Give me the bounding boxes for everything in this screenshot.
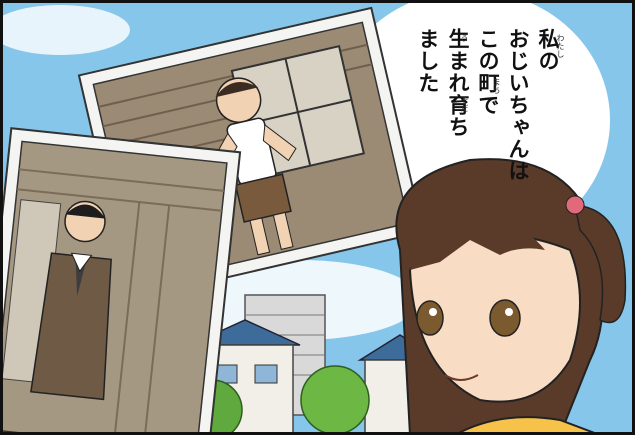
ruby-machi: まち [492,78,501,94]
caption-line: ました [416,28,440,94]
tree [300,365,370,435]
caption-line: おじいちゃんは [506,28,530,182]
ruby-soda: そだ [460,96,469,112]
caption-line: この町で [476,28,500,116]
cloud [0,5,130,55]
ruby-u: う [460,34,469,42]
ruby-watashi: わたし [556,34,565,58]
girl-character [395,158,627,435]
photo-grandfather-suit [0,127,242,435]
caption-line: 生まれ育ち [446,28,470,138]
house-window [254,364,278,384]
caption-text: 私の おじいちゃんは この町で 生まれ育ち ました [388,28,563,228]
caption-line: 私の [536,28,560,72]
